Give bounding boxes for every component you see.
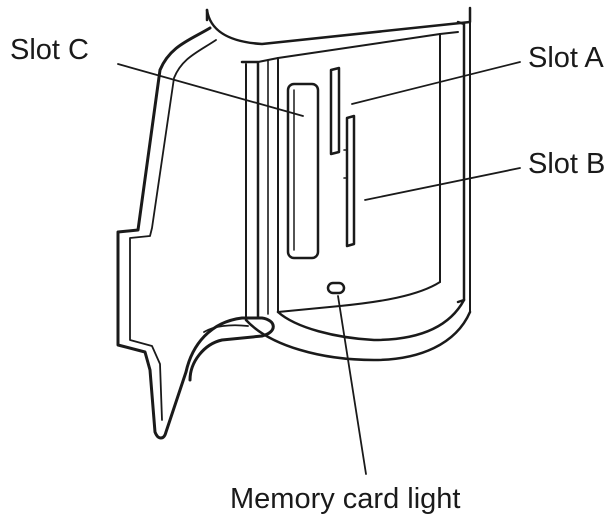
leader-line-memory-card-light (337, 295, 367, 475)
leader-lines (117, 61, 521, 475)
label-slot-a: Slot A (528, 42, 604, 74)
printer-body-top (205, 6, 472, 46)
leader-line-slot-b (364, 167, 521, 201)
memory-card-light (326, 281, 346, 295)
slot-cover (116, 26, 275, 440)
leader-line-slot-c (117, 63, 304, 117)
label-slot-c: Slot C (10, 34, 89, 66)
label-slot-b: Slot B (528, 148, 606, 180)
slot-a (329, 66, 341, 156)
label-memory-card-light: Memory card light (230, 483, 461, 515)
slot-b (343, 114, 356, 248)
slot-c (286, 82, 320, 260)
slot-panel-frame (240, 20, 472, 362)
leader-line-slot-a (351, 61, 521, 105)
